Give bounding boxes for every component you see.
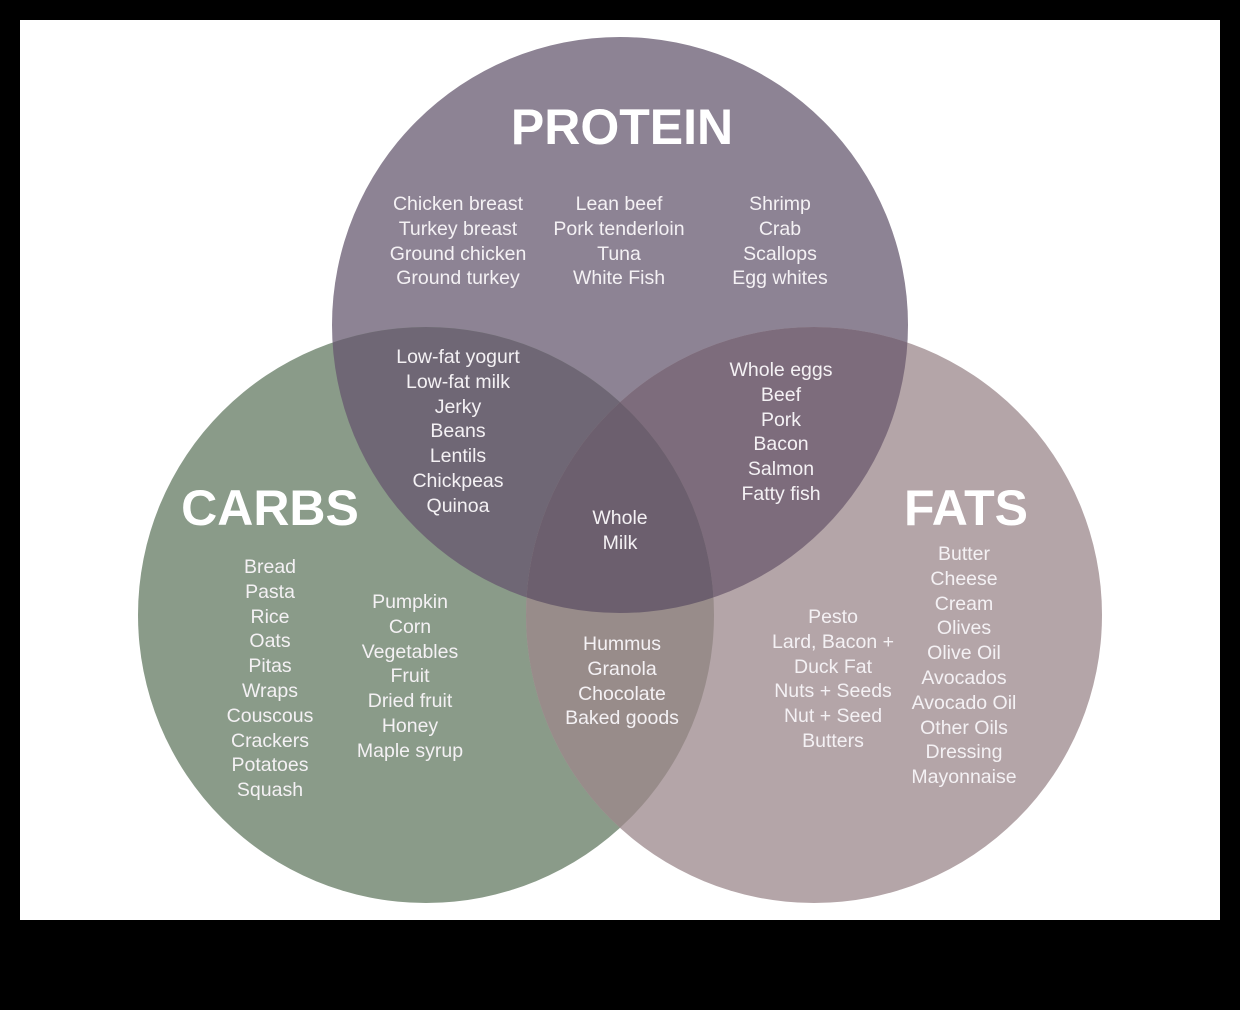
list-item: Crackers: [230, 729, 309, 752]
list-item: Crab: [758, 217, 802, 240]
list-item: Other Oils: [920, 716, 1008, 739]
list-item: Low-fat milk: [405, 370, 511, 393]
list-item: Chicken breast: [392, 193, 524, 215]
list-item: Ground turkey: [396, 267, 520, 290]
list-item: Potatoes: [231, 754, 309, 777]
list-item: Honey: [381, 714, 439, 737]
list-item: Bacon: [753, 433, 809, 456]
list-item: Pasta: [245, 580, 295, 603]
carbs-list-col1: Bread Pasta Rice Oats Pitas Wraps Cousco…: [227, 555, 314, 803]
list-item: Dried fruit: [367, 690, 453, 713]
list-item: Baked goods: [565, 707, 679, 730]
list-item: Beef: [760, 383, 802, 406]
list-item: Pork tenderloin: [553, 217, 685, 240]
protein-list-col1: Chicken breast Turkey breast Ground chic…: [390, 192, 527, 291]
protein-fats-list: Whole eggs Beef Pork Bacon Salmon Fatty …: [730, 358, 833, 507]
list-item: Butter: [937, 543, 991, 565]
list-item: Rice: [250, 605, 290, 628]
list-item: Chocolate: [578, 682, 666, 705]
list-item: Olive Oil: [927, 642, 1001, 665]
list-item: Duck Fat: [793, 655, 873, 678]
list-item: Pumpkin: [372, 591, 448, 613]
list-item: Milk: [602, 531, 638, 554]
list-item: Whole: [592, 507, 648, 529]
carbs-fats-list: Hummus Granola Chocolate Baked goods: [565, 632, 679, 731]
list-item: Tuna: [597, 242, 641, 265]
list-item: Cream: [934, 592, 994, 615]
list-item: Couscous: [226, 704, 314, 727]
list-item: Beans: [430, 420, 486, 443]
list-item: Butters: [802, 729, 864, 752]
list-item: Hummus: [582, 633, 661, 655]
list-item: Low-fat yogurt: [396, 346, 520, 368]
list-item: Granola: [587, 657, 657, 680]
list-item: Salmon: [747, 458, 815, 481]
list-item: Whole eggs: [729, 359, 833, 381]
protein-list-col2: Lean beef Pork tenderloin Tuna White Fis…: [553, 192, 684, 291]
list-item: Maple syrup: [356, 739, 464, 762]
list-item: Squash: [236, 779, 304, 802]
protein-carbs-list: Low-fat yogurt Low-fat milk Jerky Beans …: [396, 345, 520, 519]
protein-list-col3: Shrimp Crab Scallops Egg whites: [732, 192, 827, 291]
list-item: Lean beef: [575, 193, 663, 215]
list-item: Jerky: [434, 395, 482, 418]
list-item: Nut + Seed: [783, 705, 883, 728]
list-item: White Fish: [572, 267, 666, 290]
list-item: Ground chicken: [389, 242, 527, 265]
list-item: Pork: [760, 408, 802, 431]
center-overlap: [526, 327, 714, 613]
list-item: Olives: [936, 617, 992, 640]
list-item: Oats: [249, 630, 291, 653]
list-item: Chickpeas: [412, 469, 504, 492]
protein-title: PROTEIN: [510, 99, 734, 155]
list-item: Corn: [388, 615, 432, 638]
list-item: Egg whites: [732, 267, 828, 290]
list-item: Fatty fish: [741, 482, 821, 505]
fats-list-col1: Pesto Lard, Bacon + Duck Fat Nuts + Seed…: [772, 605, 894, 754]
fats-list-col2: Butter Cheese Cream Olives Olive Oil Avo…: [911, 542, 1016, 790]
list-item: Pesto: [808, 606, 858, 628]
fats-title: FATS: [903, 480, 1029, 536]
list-item: Wraps: [242, 679, 298, 702]
carbs-list-col2: Pumpkin Corn Vegetables Fruit Dried frui…: [357, 590, 463, 764]
list-item: Bread: [243, 556, 297, 578]
list-item: Mayonnaise: [911, 766, 1017, 789]
list-item: Cheese: [930, 567, 998, 590]
list-item: Lard, Bacon +: [772, 630, 894, 653]
venn-circles: [138, 37, 1102, 903]
list-item: Quinoa: [426, 494, 490, 517]
list-item: Lentils: [429, 445, 487, 468]
list-item: Nuts + Seeds: [774, 680, 892, 703]
venn-diagram: PROTEIN CARBS FATS Chicken breast Turkey…: [20, 20, 1220, 920]
list-item: Turkey breast: [398, 217, 518, 240]
carbs-title: CARBS: [181, 480, 359, 536]
list-item: Avocado Oil: [911, 691, 1017, 714]
list-item: Fruit: [390, 665, 430, 688]
list-item: Avocados: [921, 666, 1007, 689]
list-item: Scallops: [743, 242, 817, 265]
list-item: Shrimp: [749, 193, 811, 215]
list-item: Pitas: [248, 655, 292, 678]
list-item: Vegetables: [361, 640, 459, 663]
list-item: Dressing: [925, 741, 1003, 764]
center-list: Whole Milk: [592, 506, 647, 556]
